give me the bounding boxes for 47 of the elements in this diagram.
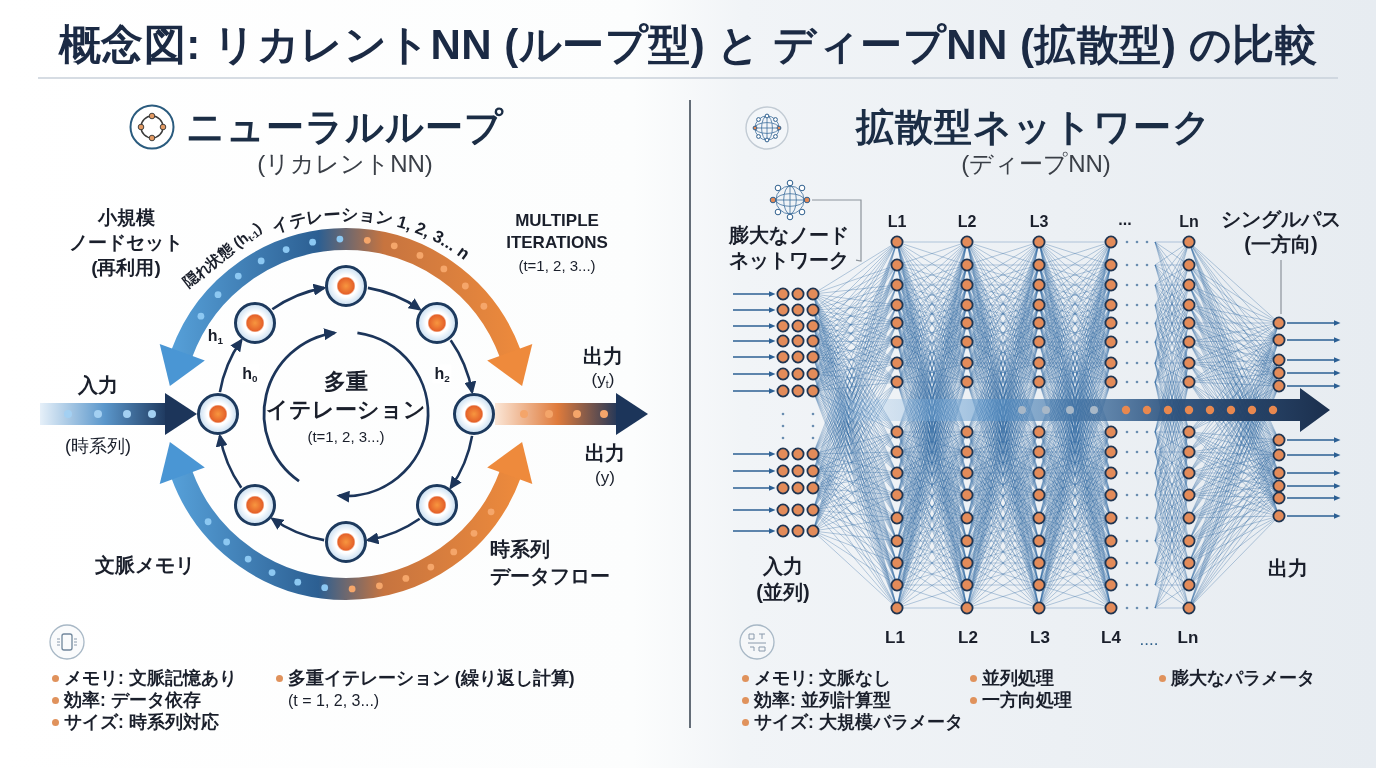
layer-label: L3 [1029,212,1049,232]
layer-label: L2 [958,627,978,649]
layer-label: L4 [1101,627,1121,649]
layer-label: L1 [887,212,907,232]
node-label: シングルパス(一方向) [1221,207,1341,257]
list-item: 一方向処理 [982,689,1072,711]
arrow [40,393,197,435]
label: (時系列) [65,436,131,458]
leader-line [811,199,862,262]
list-item: サイズ: 時系列対応 [64,711,219,733]
title: 概念図: リカレントNN (ループ型) と ディープNN (拡散型) の比較 [58,19,1318,70]
panel-subheading: (ディープNN) [961,149,1111,179]
list-item: 効率: 並列計算型 [754,689,891,711]
label: (y$_{t}$) [591,369,615,391]
label: 小規模ノードセット(再利用) [69,205,183,278]
layer-label: L2 [957,212,977,232]
list-item: 膨大なパラメータ [1171,667,1315,689]
list-item: メモリ: 文脈なし [754,667,891,689]
node-label: (t=1, 2, 3...) [307,428,385,446]
list-item: メモリ: 文脈記憶あり [64,667,237,689]
list-item: 多重イテレーション (繰り返し計算) [288,667,575,689]
panel-subheading: (リカレントNN) [257,149,433,179]
list-item: 効率: データ依存 [64,689,201,711]
label: (t=1, 2, 3...) [518,257,596,275]
panel-heading: ニューラルループ [186,105,504,151]
label: MULTIPLE ITERATIONS [506,210,608,254]
layer-label: .... [1139,629,1159,651]
list-item: サイズ: 大規模バラメータ [754,711,963,733]
label: (y) [595,467,615,489]
label: 出力 [585,441,625,465]
list-item: 並列処理 [982,667,1054,689]
layer-label: Ln [1179,212,1199,232]
label: 出力 [583,344,623,368]
list-item: (t = 1, 2, 3...) [288,691,380,711]
node-circle [453,393,495,435]
layer-label: L3 [1030,627,1050,649]
layer-label: Ln [1177,627,1199,649]
node-circle [197,393,239,435]
leader-line [1280,259,1282,315]
node-label: 膨大なノードネットワーク [729,223,849,273]
layer-label: ... [1118,210,1132,230]
label: 出力 [1268,556,1308,580]
panel-heading: 拡散型ネットワーク [856,105,1212,151]
layer-label: L1 [885,627,905,649]
arrow [495,393,648,435]
label: 入力 [78,373,118,397]
label: 入力(並列) [756,554,810,605]
